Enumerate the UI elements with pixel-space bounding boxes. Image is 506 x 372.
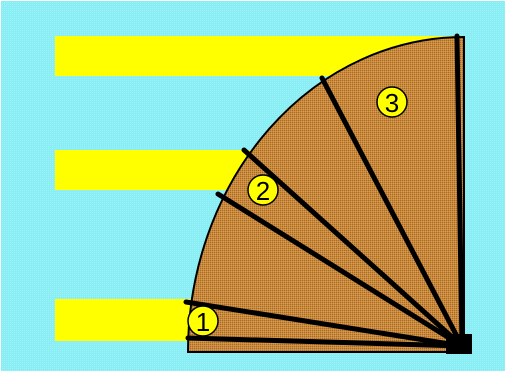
fan-pivot <box>446 334 472 354</box>
badge-2-label: 2 <box>256 176 270 206</box>
badge-1-label: 1 <box>196 307 210 337</box>
badge-1: 1 <box>188 306 218 337</box>
badge-2: 2 <box>248 175 278 206</box>
badge-3-label: 3 <box>385 88 399 118</box>
badge-3: 3 <box>377 87 407 118</box>
bar-middle <box>55 150 255 190</box>
